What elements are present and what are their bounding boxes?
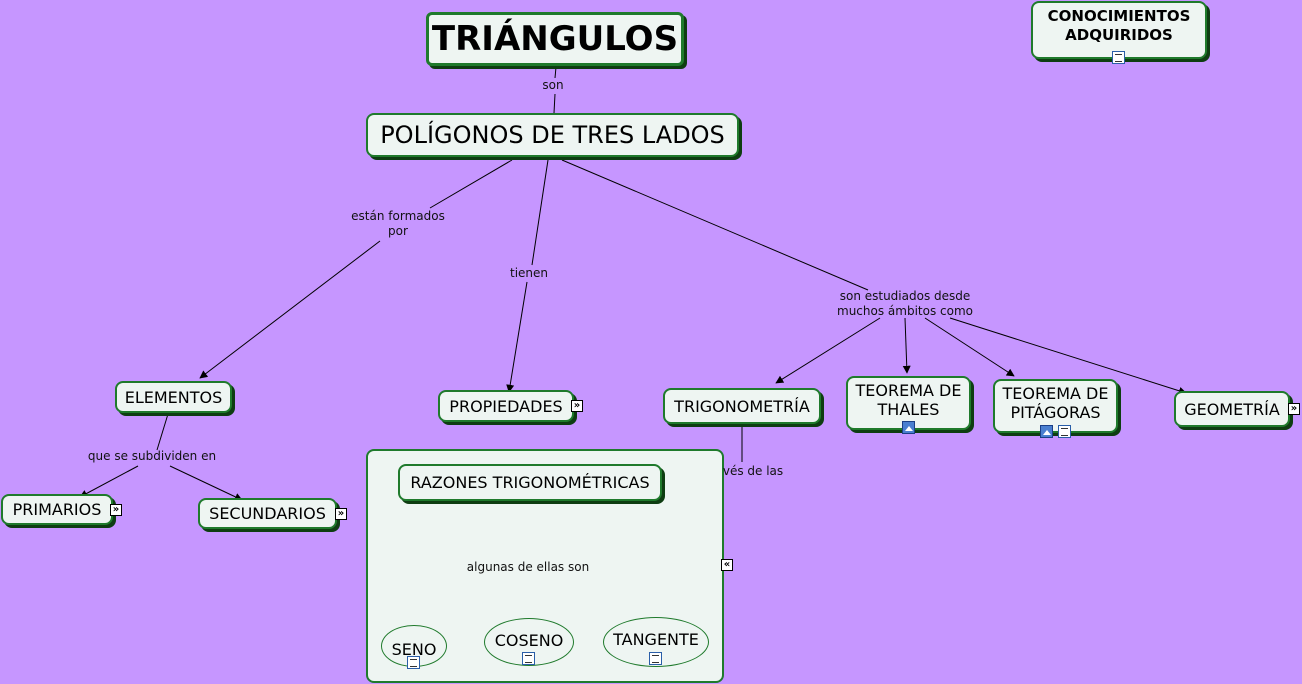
document-icon[interactable] (649, 652, 662, 665)
concept-tangente-label: TANGENTE (613, 630, 699, 649)
line-estudiados-thales (902, 317, 911, 374)
concept-seno-label: SENO (391, 640, 437, 659)
concept-razones[interactable]: RAZONES TRIGONOMÉTRICAS (398, 464, 662, 501)
concept-primarios-label: PRIMARIOS (12, 500, 102, 519)
expand-icon[interactable]: » (110, 504, 122, 516)
concept-secundarios[interactable]: SECUNDARIOS (198, 498, 337, 529)
line-poligonos-estudiados (561, 159, 869, 291)
concept-propiedades-label: PROPIEDADES (449, 396, 563, 416)
concept-trigonometria[interactable]: TRIGONOMETRÍA (663, 388, 821, 424)
line-estudiados-trigonometria (775, 317, 881, 384)
concept-primarios[interactable]: PRIMARIOS (1, 494, 113, 525)
line-triangulos-son (554, 66, 557, 79)
image-icon[interactable] (1040, 425, 1053, 438)
expand-icon[interactable]: » (335, 508, 347, 520)
line-formados-elementos (199, 240, 381, 379)
expand-icon[interactable]: » (1288, 403, 1300, 415)
image-icon[interactable] (902, 421, 915, 434)
concept-poligonos-label: POLÍGONOS DE TRES LADOS (380, 120, 725, 149)
line-poligonos-formados (429, 159, 513, 209)
link-subdividen: que se subdividen en (87, 449, 217, 463)
concept-pitagoras-label: TEOREMA DE PITÁGORAS (1002, 384, 1109, 422)
concept-conocimientos[interactable]: CONOCIMIENTOS ADQUIRIDOS (1031, 1, 1207, 59)
concept-pitagoras[interactable]: TEOREMA DE PITÁGORAS (993, 379, 1118, 433)
concept-poligonos[interactable]: POLÍGONOS DE TRES LADOS (366, 113, 739, 157)
document-icon[interactable] (1112, 51, 1125, 64)
concept-conocimientos-label: CONOCIMIENTOS ADQUIRIDOS (1047, 7, 1191, 44)
concept-triangulos[interactable]: TRIÁNGULOS (426, 12, 684, 66)
concept-razones-label: RAZONES TRIGONOMÉTRICAS (410, 473, 650, 492)
concept-geometria-label: GEOMETRÍA (1184, 399, 1280, 419)
concept-propiedades[interactable]: PROPIEDADES (438, 390, 574, 422)
line-estudiados-pitagoras (924, 317, 1015, 377)
document-icon[interactable] (407, 656, 420, 669)
line-tienen-propiedades (506, 281, 528, 393)
link-tienen: tienen (509, 266, 548, 280)
concept-elementos[interactable]: ELEMENTOS (115, 381, 232, 413)
line-son-poligonos (553, 93, 556, 114)
concept-thales-label: TEOREMA DE THALES (855, 381, 962, 419)
concept-coseno-label: COSENO (494, 631, 564, 650)
concept-trigonometria-label: TRIGONOMETRÍA (674, 396, 810, 416)
concept-seno[interactable]: SENO (381, 625, 447, 667)
link-algunas: algunas de ellas son (466, 560, 590, 574)
link-estudiados: son estudiados desde muchos ámbitos como (837, 289, 973, 318)
concept-triangulos-label: TRIÁNGULOS (431, 18, 679, 59)
line-poligonos-tienen (531, 159, 549, 266)
link-traves: vés de las (722, 464, 784, 478)
concept-elementos-label: ELEMENTOS (124, 387, 223, 407)
line-elementos-subdividen (156, 413, 169, 451)
line-subdividen-primarios (79, 465, 139, 498)
link-formados: están formados por (351, 209, 445, 238)
expand-icon[interactable]: » (571, 400, 583, 412)
concept-geometria[interactable]: GEOMETRÍA (1174, 391, 1290, 427)
line-subdividen-secundarios (169, 465, 243, 501)
collapse-icon[interactable]: « (721, 559, 733, 571)
concept-secundarios-label: SECUNDARIOS (209, 504, 326, 523)
document-icon[interactable] (522, 652, 535, 665)
link-son: son (542, 78, 564, 92)
document-icon[interactable] (1058, 425, 1071, 438)
